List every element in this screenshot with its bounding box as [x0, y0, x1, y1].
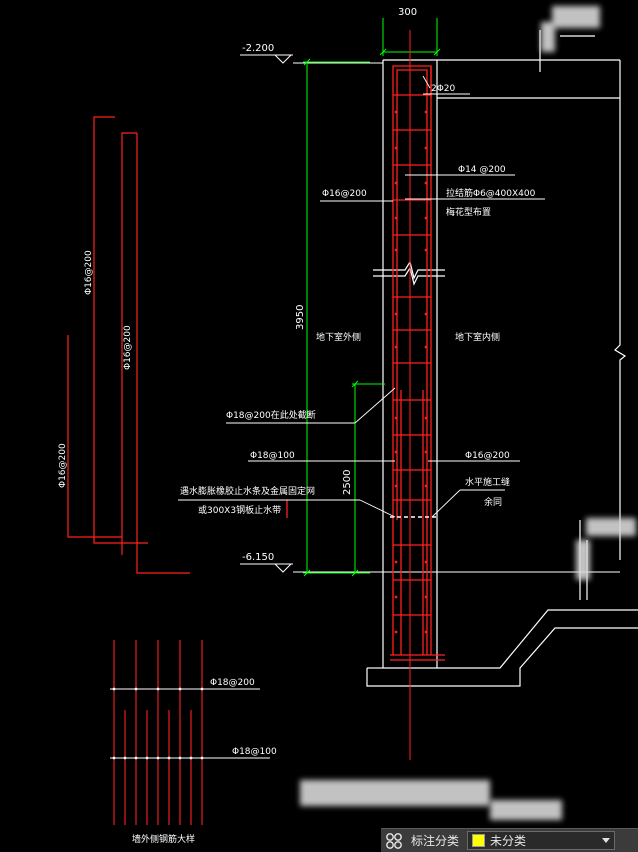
wall-outline [366, 30, 638, 687]
left-bar-detail [67, 116, 190, 574]
redacted-region [541, 22, 555, 52]
lap-splice-ticks [112, 687, 204, 760]
lap-caption: 墙外侧钢筋大样 [132, 833, 195, 845]
leader-lines [178, 75, 545, 518]
bar-label-1: Φ16@200 [84, 250, 94, 295]
chevron-down-icon[interactable] [602, 838, 611, 843]
bottom-level-text: -6.150 [242, 552, 274, 563]
rebar-phi16-left-text: Φ16@200 [322, 189, 367, 199]
redacted-region [586, 518, 636, 536]
tie-layout-text: 梅花型布置 [446, 206, 491, 218]
rebar-phi16-right-text: Φ16@200 [465, 451, 510, 461]
lap-label-top: Φ18@200 [210, 678, 255, 688]
rebar-phi18-200-text: Φ18@200在此处截断 [226, 409, 316, 421]
lap-splice-detail [113, 640, 203, 825]
bar-label-2: Φ16@200 [123, 325, 133, 370]
construction-joint-text-1: 水平施工缝 [465, 476, 510, 488]
inner-side-text: 地下室内侧 [455, 331, 500, 343]
category-label: 标注分类 [411, 834, 460, 848]
redacted-region [300, 780, 490, 806]
waterstop-note-2: 或300X3钢板止水带 [198, 504, 281, 516]
dim-height-lower-text: 2500 [342, 470, 353, 495]
lap-label-bottom: Φ18@100 [232, 747, 277, 757]
redacted-region [490, 800, 562, 820]
level-lines [240, 54, 620, 573]
redacted-region [576, 540, 590, 580]
construction-joint-text-2: 余同 [484, 496, 502, 508]
dim-width-text: 300 [398, 7, 417, 18]
dim-height-total-text: 3950 [295, 305, 306, 330]
rebar-phi18-100-text: Φ18@100 [250, 451, 295, 461]
rebar-dots [394, 110, 428, 634]
waterstop-note-1: 遇水膨胀橡胶止水条及金属固定网 [180, 485, 315, 497]
wall-rebar [286, 30, 445, 760]
category-value: 未分类 [490, 834, 527, 848]
top-level-text: -2.200 [242, 43, 274, 54]
tie-bar-text: 拉结筋Φ6@400X400 [446, 187, 536, 199]
bar-label-3: Φ16@200 [58, 443, 68, 488]
rebar-top-text: 2Φ20 [431, 84, 456, 94]
annotation-scale-icon[interactable] [381, 829, 407, 852]
annotation-status-bar: 标注分类 未分类 [381, 828, 638, 852]
redacted-region [552, 6, 600, 28]
outer-side-text: 地下室外侧 [316, 331, 361, 343]
rebar-phi14-text: Φ14 @200 [458, 165, 506, 175]
category-dropdown[interactable]: 未分类 [467, 831, 616, 850]
category-color-swatch [472, 834, 486, 847]
